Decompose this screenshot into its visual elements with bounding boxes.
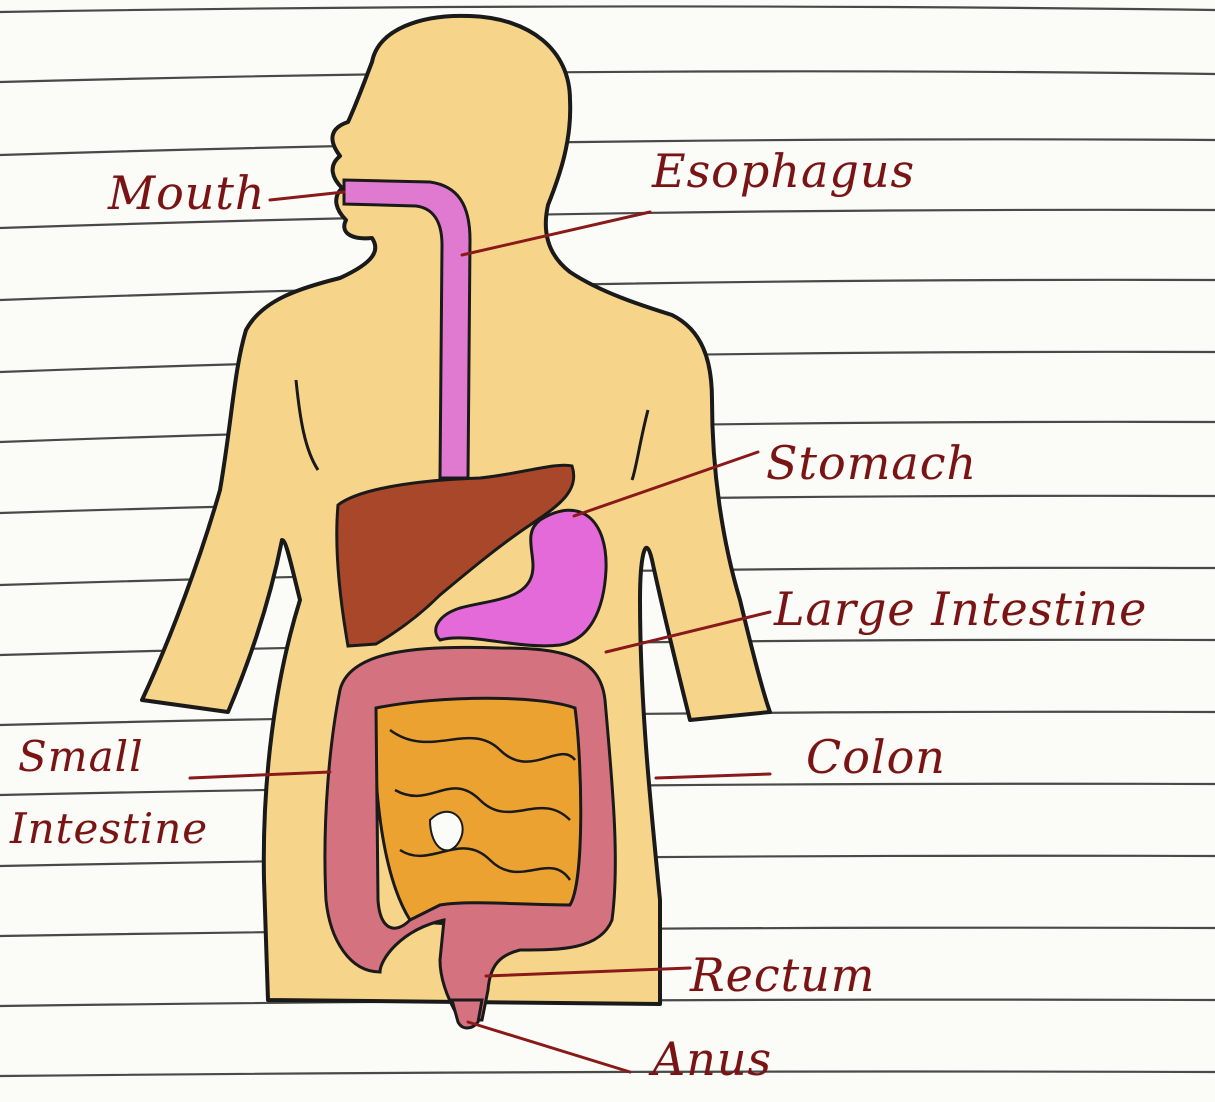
large-intestine-label: Large Intestine (774, 586, 1147, 632)
small-intestine-label-line2: Intestine (10, 808, 208, 850)
esophagus-label: Esophagus (652, 148, 915, 194)
colon-leader-line (656, 774, 770, 778)
small-intestine-label-line1: Small (18, 736, 144, 778)
mouth-leader-line (270, 192, 344, 200)
stomach-label: Stomach (766, 440, 977, 486)
rectum-label: Rectum (690, 952, 875, 998)
anus-leader-line (468, 1022, 630, 1072)
anus-label: Anus (652, 1036, 772, 1082)
small-intestine-coils (375, 693, 595, 924)
mouth-label: Mouth (108, 170, 266, 216)
colon-label: Colon (806, 734, 946, 780)
